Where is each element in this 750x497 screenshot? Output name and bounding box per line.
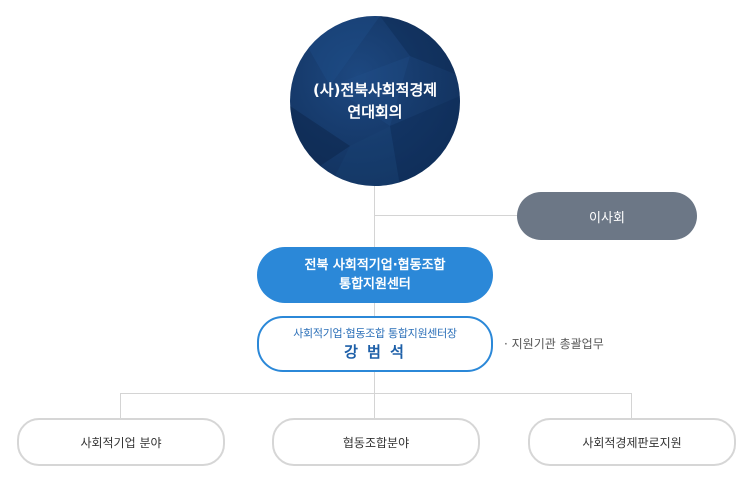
connector-drop-right	[631, 393, 632, 418]
connector-top-to-center	[374, 186, 375, 247]
department-cooperative: 협동조합분야	[272, 418, 480, 466]
support-center-line2: 통합지원센터	[339, 277, 411, 292]
department-label: 협동조합분야	[342, 435, 410, 450]
director-name: 강 범 석	[344, 343, 406, 361]
connector-horizontal-bar	[120, 393, 632, 394]
department-market-support: 사회적경제판로지원	[528, 418, 736, 466]
connector-drop-middle	[374, 393, 375, 418]
support-center-node: 전북 사회적기업·협동조합 통합지원센터	[257, 247, 493, 303]
department-label: 사회적경제판로지원	[582, 435, 682, 450]
board-of-directors-node: 이사회	[517, 192, 697, 240]
top-node-title-line2: 연대회의	[347, 103, 403, 121]
top-node-title-line1: (사)전북사회적경제	[312, 81, 438, 99]
director-duty-note: · 지원기관 총괄업무	[504, 337, 604, 351]
department-label: 사회적기업 분야	[80, 435, 162, 450]
director-node: 사회적기업·협동조합 통합지원센터장 강 범 석	[257, 316, 493, 372]
connector-to-board	[375, 215, 517, 216]
director-title: 사회적기업·협동조합 통합지원센터장	[293, 327, 457, 340]
support-center-line1: 전북 사회적기업·협동조합	[304, 258, 446, 273]
connector-center-to-director	[374, 303, 375, 316]
connector-director-down	[374, 370, 375, 394]
board-label: 이사회	[589, 210, 625, 226]
department-social-enterprise: 사회적기업 분야	[17, 418, 225, 466]
top-node-solidarity-council: (사)전북사회적경제 연대회의	[290, 16, 460, 186]
connector-drop-left	[120, 393, 121, 418]
faceted-background-pattern	[290, 16, 460, 186]
